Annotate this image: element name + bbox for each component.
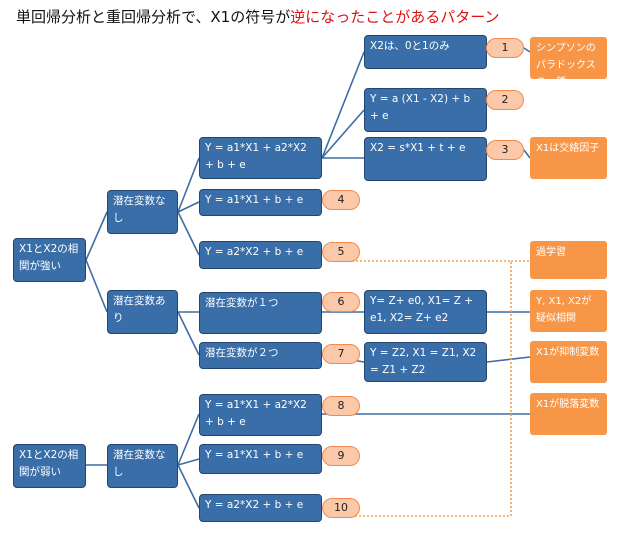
explanation-simpson-paradox: シンプソンのパラドックスの一種 bbox=[530, 37, 607, 79]
detail-node-two-latent: Y = Z2, X1 = Z1, X2 = Z1 + Z2 bbox=[364, 342, 487, 382]
badge-number: 6 bbox=[337, 295, 345, 308]
root-node-strong: X1とX2の相関が強い bbox=[13, 238, 86, 282]
pattern-badge-8: 8 bbox=[322, 396, 360, 416]
overfit-dotted-bracket bbox=[340, 260, 512, 517]
root-node-weak: X1とX2の相関が弱い bbox=[13, 444, 86, 488]
pattern-badge-6: 6 bbox=[322, 292, 360, 312]
node-label: 潜在変数あり bbox=[113, 295, 166, 324]
explanation-suppressor: X1が抑制変数 bbox=[530, 341, 607, 383]
explanation-spurious-correlation: Y, X1, X2が疑似相関 bbox=[530, 290, 607, 332]
edge-latent2-two bbox=[177, 311, 200, 356]
pattern-badge-9: 9 bbox=[322, 446, 360, 466]
equation-node-x1-weak: Y = a1*X1 + b + e bbox=[199, 444, 322, 474]
node-label: Y = Z2, X1 = Z1, X2 = Z1 + Z2 bbox=[370, 347, 477, 376]
latent-with-node: 潜在変数あり bbox=[107, 290, 178, 334]
edge-latent1-eq2 bbox=[177, 201, 200, 213]
latent-one-node: 潜在変数が１つ bbox=[199, 292, 322, 334]
edge-root1-latent-with bbox=[85, 259, 108, 313]
badge-number: 8 bbox=[337, 399, 345, 412]
edge-eq1-d1 bbox=[321, 51, 365, 159]
node-label: X2は、0と1のみ bbox=[370, 40, 450, 52]
explanation-confounder: X1は交絡因子 bbox=[530, 137, 607, 179]
edge-eq1-d2 bbox=[321, 109, 365, 159]
detail-node-confounder: X2 = s*X1 + t + e bbox=[364, 137, 487, 181]
explanation-label: Y, X1, X2が疑似相関 bbox=[536, 296, 592, 324]
node-label: Y = a1*X1 + a2*X2 + b + e bbox=[205, 399, 307, 428]
explanation-label: X1は交絡因子 bbox=[536, 143, 600, 154]
edge-latent1-eq1 bbox=[177, 157, 200, 213]
node-label: Y= Z+ e0, X1= Z + e1, X2= Z+ e2 bbox=[370, 295, 474, 324]
edge-latent3-eq8 bbox=[177, 464, 200, 509]
node-label: X1とX2の相関が強い bbox=[19, 243, 79, 272]
equation-node-x1: Y = a1*X1 + b + e bbox=[199, 189, 322, 216]
badge-number: 9 bbox=[337, 449, 345, 462]
node-label: X1とX2の相関が弱い bbox=[19, 449, 79, 478]
equation-node-full-weak: Y = a1*X1 + a2*X2 + b + e bbox=[199, 394, 322, 436]
edge-latent3-eq6 bbox=[177, 413, 200, 466]
badge-number: 2 bbox=[501, 93, 509, 106]
pattern-badge-7: 7 bbox=[322, 344, 360, 364]
title-highlight: 逆になったことがあるパターン bbox=[290, 8, 500, 26]
node-label: Y = a2*X2 + b + e bbox=[205, 246, 304, 258]
detail-node-one-latent: Y= Z+ e0, X1= Z + e1, X2= Z+ e2 bbox=[364, 290, 487, 334]
equation-node-full: Y = a1*X1 + a2*X2 + b + e bbox=[199, 137, 322, 179]
pattern-badge-5: 5 bbox=[322, 242, 360, 262]
explanation-overfitting: 過学習 bbox=[530, 241, 607, 279]
explanation-label: 過学習 bbox=[536, 247, 566, 258]
edge-d5-e5 bbox=[486, 356, 531, 363]
edge-latent1-eq3 bbox=[177, 211, 200, 256]
pattern-badge-4: 4 bbox=[322, 190, 360, 210]
pattern-badge-2: 2 bbox=[486, 90, 524, 110]
edge-latent3-eq7 bbox=[177, 458, 200, 466]
latent-none-node-weak: 潜在変数なし bbox=[107, 444, 178, 488]
equation-node-x2: Y = a2*X2 + b + e bbox=[199, 241, 322, 269]
detail-node-binary-x2: X2は、0と1のみ bbox=[364, 35, 487, 69]
explanation-label: X1が抑制変数 bbox=[536, 347, 600, 358]
explanation-label: シンプソンのパラドックスの一種 bbox=[536, 43, 596, 79]
edge-b1-e1 bbox=[523, 47, 531, 53]
node-label: 潜在変数なし bbox=[113, 449, 166, 478]
equation-node-x2-weak: Y = a2*X2 + b + e bbox=[199, 494, 322, 522]
badge-number: 10 bbox=[334, 501, 348, 514]
badge-number: 4 bbox=[337, 193, 345, 206]
pattern-badge-1: 1 bbox=[486, 38, 524, 58]
node-label: Y = a1*X1 + b + e bbox=[205, 194, 304, 206]
node-label: X2 = s*X1 + t + e bbox=[370, 142, 466, 154]
node-label: Y = a2*X2 + b + e bbox=[205, 499, 304, 511]
latent-none-node: 潜在変数なし bbox=[107, 190, 178, 234]
node-label: 潜在変数が２つ bbox=[205, 347, 279, 359]
badge-number: 7 bbox=[337, 347, 345, 360]
edge-root1-latent-none bbox=[85, 211, 108, 261]
title-prefix: 単回帰分析と重回帰分析で、X1の符号が bbox=[16, 8, 291, 26]
explanation-label: X1が脱落変数 bbox=[536, 399, 600, 410]
latent-two-node: 潜在変数が２つ bbox=[199, 342, 322, 369]
node-label: Y = a (X1 - X2) + b + e bbox=[370, 93, 471, 122]
detail-node-difference: Y = a (X1 - X2) + b + e bbox=[364, 88, 487, 132]
pattern-badge-3: 3 bbox=[486, 140, 524, 160]
explanation-omitted-variable: X1が脱落変数 bbox=[530, 393, 607, 435]
badge-number: 5 bbox=[337, 245, 345, 258]
badge-number: 1 bbox=[501, 41, 509, 54]
edge-b3-e2 bbox=[523, 149, 531, 159]
node-label: 潜在変数が１つ bbox=[205, 297, 279, 309]
node-label: Y = a1*X1 + a2*X2 + b + e bbox=[205, 142, 307, 171]
badge-number: 3 bbox=[501, 143, 509, 156]
pattern-badge-10: 10 bbox=[322, 498, 360, 518]
node-label: Y = a1*X1 + b + e bbox=[205, 449, 304, 461]
node-label: 潜在変数なし bbox=[113, 195, 166, 224]
page-title: 単回帰分析と重回帰分析で、X1の符号が逆になったことがあるパターン bbox=[16, 6, 500, 27]
